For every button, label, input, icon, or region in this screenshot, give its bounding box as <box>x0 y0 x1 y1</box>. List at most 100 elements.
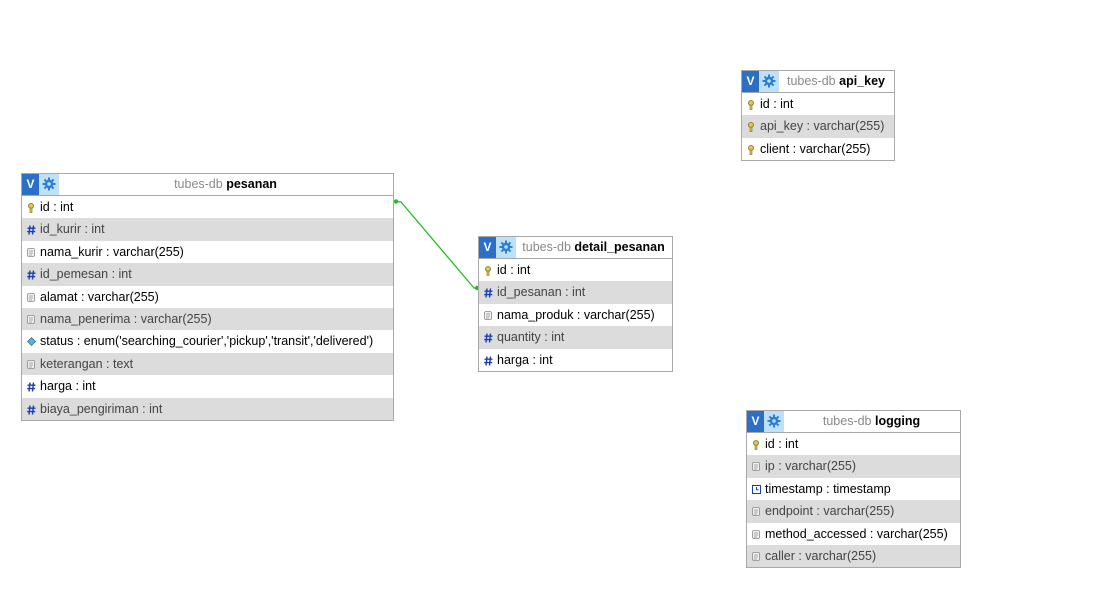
column-label: nama_penerima : varchar(255) <box>40 311 212 326</box>
toggle-columns-button[interactable]: V <box>747 411 764 432</box>
column-label: id_pemesan : int <box>40 267 132 282</box>
toggle-columns-button[interactable]: V <box>742 71 759 92</box>
hash-icon <box>27 263 37 285</box>
column-label: quantity : int <box>497 330 565 345</box>
key-icon <box>747 115 757 137</box>
text-icon <box>752 500 762 522</box>
table-title: tubes-db detail_pesanan <box>517 237 670 258</box>
column-row[interactable]: caller : varchar(255) <box>747 544 960 568</box>
column-row[interactable]: method_accessed : varchar(255) <box>747 523 960 545</box>
column-row[interactable]: quantity : int <box>479 326 672 349</box>
key-icon <box>27 196 37 218</box>
toggle-columns-button[interactable]: V <box>479 237 496 258</box>
column-row[interactable]: id : int <box>742 93 894 115</box>
column-row[interactable]: harga : int <box>22 375 393 397</box>
column-label: id_kurir : int <box>40 222 105 237</box>
column-row[interactable]: id : int <box>479 259 672 281</box>
table-name: pesanan <box>226 177 277 191</box>
column-row[interactable]: endpoint : varchar(255) <box>747 500 960 523</box>
column-row[interactable]: api_key : varchar(255) <box>742 115 894 138</box>
key-icon <box>747 138 757 160</box>
column-row[interactable]: id : int <box>22 196 393 218</box>
gear-icon[interactable] <box>759 71 779 92</box>
column-row[interactable]: timestamp : timestamp <box>747 478 960 500</box>
database-name: tubes-db <box>522 240 571 254</box>
text-icon <box>27 308 37 330</box>
column-label: caller : varchar(255) <box>765 548 877 563</box>
column-row[interactable]: nama_kurir : varchar(255) <box>22 241 393 263</box>
column-label: id : int <box>497 263 531 277</box>
table-name: api_key <box>839 74 885 88</box>
gear-icon[interactable] <box>496 237 516 258</box>
column-label: status : enum('searching_courier','picku… <box>40 334 374 349</box>
key-icon <box>484 259 494 281</box>
database-name: tubes-db <box>174 177 223 191</box>
database-name: tubes-db <box>822 414 872 428</box>
text-icon <box>752 545 762 567</box>
column-label: nama_produk : varchar(255) <box>497 307 655 322</box>
column-label: harga : int <box>497 352 553 367</box>
column-row[interactable]: status : enum('searching_courier','picku… <box>22 330 393 352</box>
hash-icon <box>484 281 494 303</box>
table-name: detail_pesanan <box>574 240 665 254</box>
hash-icon <box>27 398 37 420</box>
table-name: logging <box>875 414 921 428</box>
gear-icon[interactable] <box>39 174 59 195</box>
table-title: tubes-db logging <box>785 411 958 432</box>
column-row[interactable]: keterangan : text <box>22 352 393 376</box>
database-name: tubes-db <box>786 74 836 88</box>
column-label: nama_kurir : varchar(255) <box>40 244 184 259</box>
column-label: id_pesanan : int <box>497 285 586 300</box>
column-row[interactable]: alamat : varchar(255) <box>22 286 393 308</box>
table-title: tubes-db pesanan <box>60 174 391 195</box>
text-icon <box>27 286 37 308</box>
column-label: timestamp : timestamp <box>765 481 891 496</box>
key-icon <box>752 433 762 455</box>
column-label: id : int <box>760 97 794 111</box>
column-row[interactable]: biaya_pengiriman : int <box>22 397 393 420</box>
column-label: biaya_pengiriman : int <box>40 401 163 416</box>
column-row[interactable]: id_pesanan : int <box>479 281 672 304</box>
column-row[interactable]: id : int <box>747 433 960 455</box>
text-icon <box>27 353 37 375</box>
table-title: tubes-db api_key <box>780 71 892 92</box>
toggle-columns-button[interactable]: V <box>22 174 39 195</box>
column-label: client : varchar(255) <box>760 141 871 156</box>
hash-icon <box>484 326 494 348</box>
text-icon <box>752 523 762 545</box>
column-label: alamat : varchar(255) <box>40 289 159 304</box>
column-label: harga : int <box>40 379 96 394</box>
column-label: id : int <box>765 437 799 451</box>
column-label: id : int <box>40 200 74 214</box>
column-row[interactable]: nama_produk : varchar(255) <box>479 304 672 326</box>
column-row[interactable]: client : varchar(255) <box>742 138 894 160</box>
text-icon <box>27 241 37 263</box>
clock-icon <box>752 478 762 500</box>
column-label: api_key : varchar(255) <box>760 119 885 134</box>
text-icon <box>752 455 762 477</box>
enum-icon <box>27 330 37 352</box>
column-row[interactable]: id_kurir : int <box>22 218 393 241</box>
key-icon <box>747 93 757 115</box>
text-icon <box>484 304 494 326</box>
column-row[interactable]: nama_penerima : varchar(255) <box>22 307 393 331</box>
column-row[interactable]: ip : varchar(255) <box>747 455 960 478</box>
column-label: ip : varchar(255) <box>765 459 857 474</box>
column-label: method_accessed : varchar(255) <box>765 526 948 541</box>
column-row[interactable]: harga : int <box>479 349 672 371</box>
hash-icon <box>484 349 494 371</box>
gear-icon[interactable] <box>764 411 784 432</box>
column-label: endpoint : varchar(255) <box>765 504 895 519</box>
column-row[interactable]: id_pemesan : int <box>22 263 393 286</box>
column-label: keterangan : text <box>40 356 134 371</box>
hash-icon <box>27 218 37 240</box>
hash-icon <box>27 375 37 397</box>
